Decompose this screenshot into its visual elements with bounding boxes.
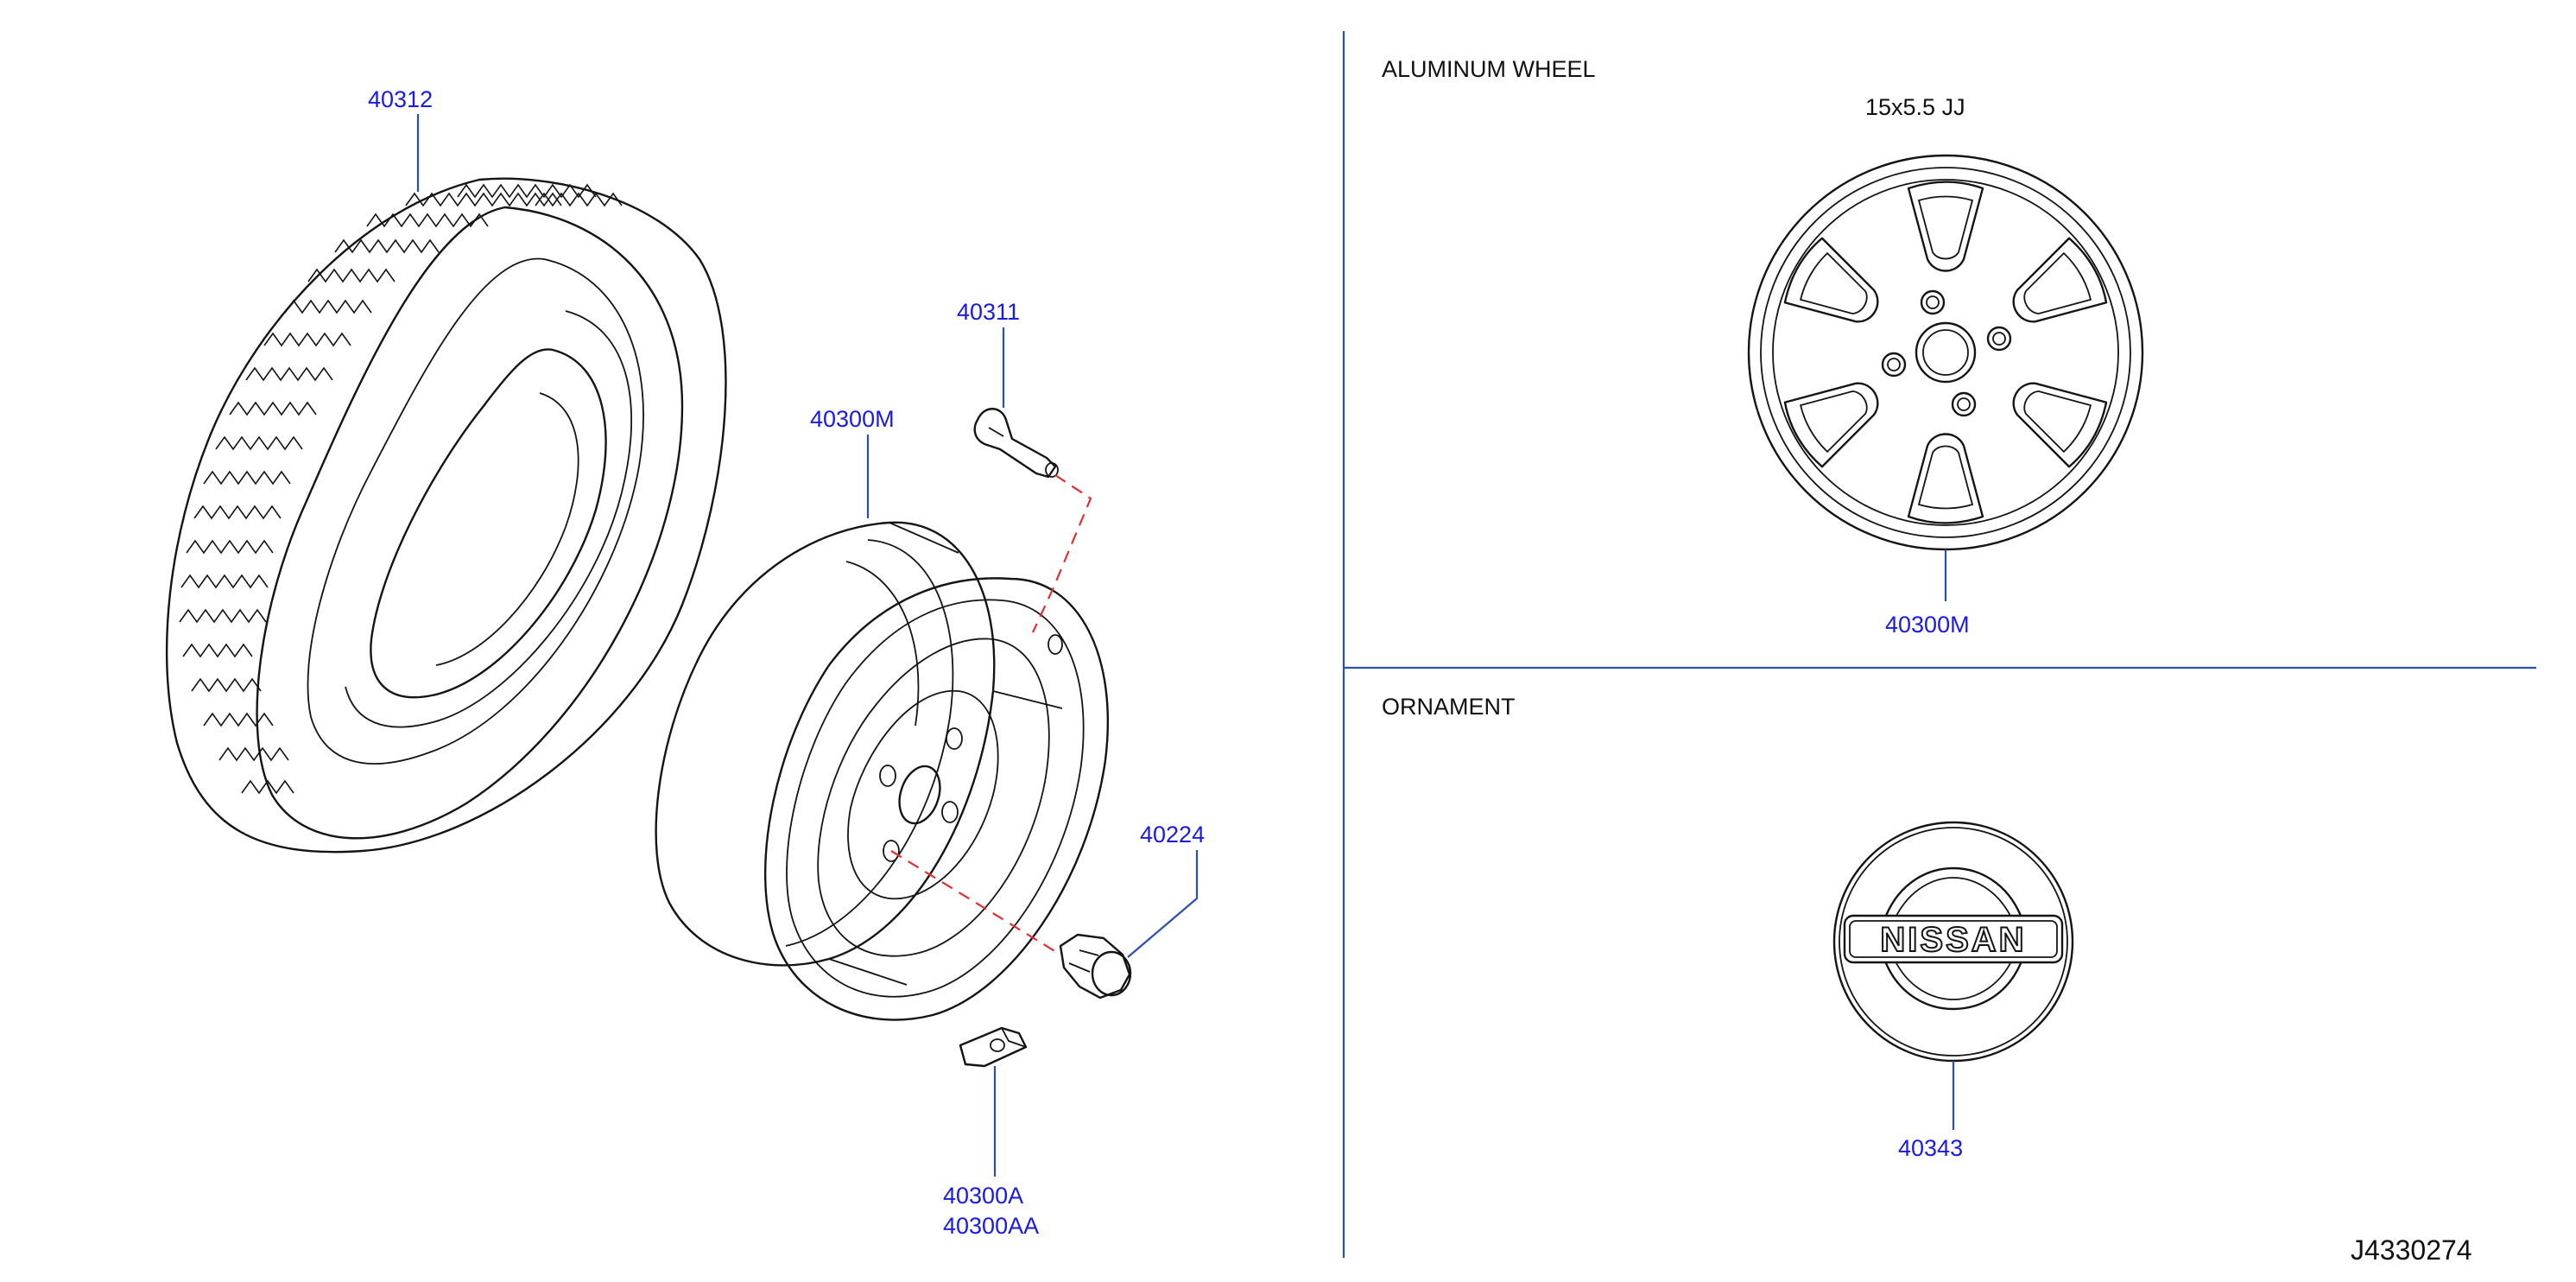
aluminum-wheel-spokes: [1783, 181, 2108, 524]
wheel-nut-illustration[interactable]: [1059, 933, 1132, 1000]
tire-illustration[interactable]: [165, 177, 727, 854]
diagram-code: J4330274: [2351, 1234, 2472, 1266]
nut-part-number[interactable]: 40224: [1140, 822, 1205, 847]
aluminum-wheel-part-number[interactable]: 40300M: [1885, 612, 1970, 638]
ornament-illustration[interactable]: NISSAN: [1832, 821, 2074, 1063]
aluminum-wheel-size: 15x5.5 JJ: [1865, 94, 1965, 120]
valve-assembly-line: [1032, 474, 1092, 633]
nut-assembly-line: [890, 850, 1061, 955]
balance-weight-a-part-number[interactable]: 40300A: [943, 1183, 1023, 1209]
ornament-section-title: ORNAMENT: [1382, 694, 1516, 720]
aluminum-wheel-illustration[interactable]: [1747, 154, 2144, 551]
steel-wheel-part-number[interactable]: 40300M: [810, 406, 895, 432]
valve-part-number[interactable]: 40311: [957, 299, 1020, 325]
ornament-brand-plate: [1843, 914, 2064, 964]
ornament-part-number[interactable]: 40343: [1898, 1135, 1963, 1161]
balance-weight-illustration[interactable]: [959, 1026, 1028, 1068]
ornament-brand-text: NISSAN: [1880, 921, 2026, 959]
tire-part-number[interactable]: 40312: [368, 86, 433, 112]
nut-leader: [1127, 850, 1199, 958]
tire-tread-pattern: [179, 183, 623, 795]
aluminum-wheel-section-title: ALUMINUM WHEEL: [1382, 56, 1596, 82]
balance-weight-aa-part-number[interactable]: 40300AA: [943, 1213, 1039, 1239]
steel-wheel-illustration[interactable]: [655, 521, 1110, 1021]
valve-illustration[interactable]: [973, 408, 1059, 479]
